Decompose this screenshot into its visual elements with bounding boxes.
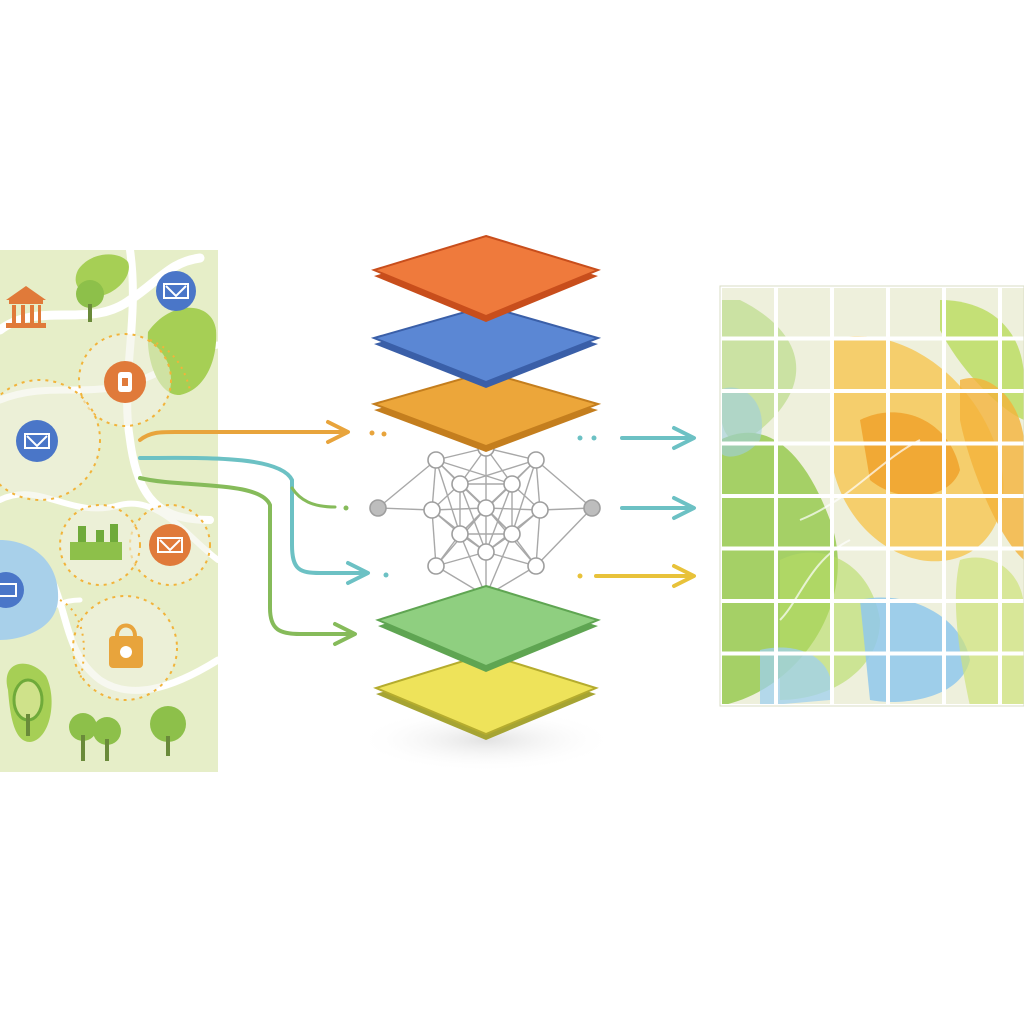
lighthouse-icon <box>104 361 146 403</box>
orange-arrowhead <box>326 420 350 444</box>
network-edge <box>535 459 593 509</box>
input-map <box>0 250 218 772</box>
museum-icon <box>156 271 196 311</box>
lake <box>0 540 59 640</box>
output-grid <box>720 286 1024 706</box>
network-node <box>583 499 601 517</box>
network-node <box>503 525 521 543</box>
network-node <box>423 501 441 519</box>
green-layer <box>375 584 601 672</box>
network-edge <box>485 507 541 511</box>
green-arrowhead <box>333 622 357 646</box>
network-edge <box>459 459 537 485</box>
teal-arrowhead <box>346 561 370 585</box>
layer-stack <box>370 234 602 740</box>
museum-icon <box>149 524 191 566</box>
map-trails <box>59 339 191 681</box>
yellow-layer <box>373 652 599 740</box>
network-node <box>477 543 495 561</box>
network-edge <box>377 459 437 509</box>
network-node <box>527 451 545 469</box>
network-edge <box>485 533 513 597</box>
museum-icon <box>16 420 58 462</box>
network-node <box>451 475 469 493</box>
tree-icon <box>12 678 44 736</box>
network-edge <box>431 507 487 511</box>
grid-lines <box>720 286 1024 706</box>
grid-border <box>719 285 1024 707</box>
temple-icon <box>6 286 46 328</box>
amber-layer <box>370 370 602 452</box>
network-edge <box>535 507 593 567</box>
heat-regions <box>720 300 1024 706</box>
network-edge <box>535 509 541 567</box>
network-node <box>427 451 445 469</box>
neural-network <box>369 439 601 605</box>
network-node <box>427 557 445 575</box>
network-edge <box>459 483 487 553</box>
network-node <box>451 525 469 543</box>
tree-icon <box>150 706 186 756</box>
teal-input-arrow <box>138 455 367 575</box>
network-node <box>531 501 549 519</box>
network-edge <box>485 483 513 553</box>
network-edge <box>459 533 487 597</box>
tree-icon <box>69 713 121 761</box>
green-input-arrow <box>138 476 354 636</box>
network-edge <box>511 459 537 535</box>
shop-icon <box>109 623 143 668</box>
orange-layer <box>371 234 601 322</box>
museum-icon <box>0 572 24 608</box>
tree-icon <box>76 280 104 322</box>
network-node <box>369 499 387 517</box>
network-edge <box>435 459 461 535</box>
network-edge <box>377 507 433 511</box>
teal-side-branch <box>290 486 337 509</box>
network-edge <box>431 509 437 567</box>
network-node <box>503 475 521 493</box>
output-arrows <box>577 426 696 588</box>
factory-icon <box>70 524 122 560</box>
blue-layer <box>370 304 602 388</box>
orange-input-arrow <box>138 430 347 442</box>
network-node <box>527 557 545 575</box>
network-edge <box>435 459 513 485</box>
network-node <box>477 499 495 517</box>
input-arrows <box>138 420 389 646</box>
